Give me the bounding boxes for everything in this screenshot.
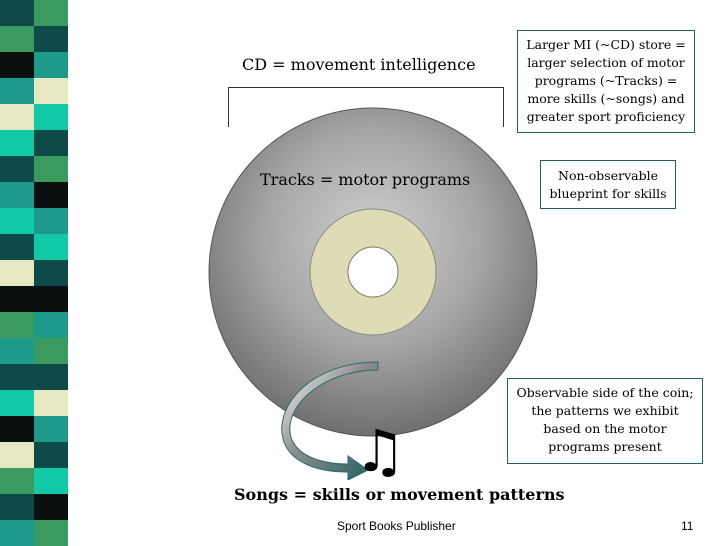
music-note-icon: ♫ xyxy=(354,417,406,485)
tracks-label: Tracks = motor programs xyxy=(260,170,471,189)
decorative-stripe-bar xyxy=(0,0,68,546)
songs-label: Songs = skills or movement patterns xyxy=(234,485,565,504)
note-larger-mi: Larger MI (~CD) store = larger selection… xyxy=(517,30,695,133)
page-number: 11 xyxy=(681,519,694,533)
note-observable: Observable side of the coin; the pattern… xyxy=(507,378,703,464)
cd-label: CD = movement intelligence xyxy=(242,55,476,74)
footer-publisher: Sport Books Publisher xyxy=(337,519,456,533)
note-nonobservable: Non-observable blueprint for skills xyxy=(540,160,676,209)
cd-bracket-frame xyxy=(228,87,504,127)
curved-arrow-icon xyxy=(281,361,379,480)
